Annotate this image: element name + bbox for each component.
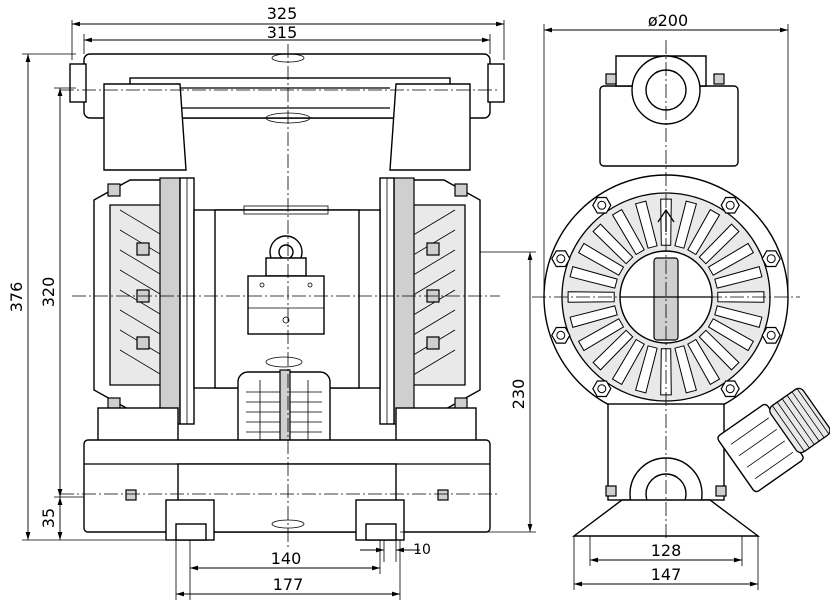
bolt-center — [725, 384, 735, 394]
dim-port-width: 315 — [267, 23, 298, 42]
side-dimensions — [543, 24, 789, 590]
diaphragm-rib — [567, 291, 615, 303]
diaphragm-rib — [634, 200, 658, 249]
diaphragm-rib — [687, 208, 721, 256]
dim-foot-width: 177 — [273, 575, 304, 594]
side-top-port — [599, 55, 739, 167]
bolt-head — [592, 196, 612, 214]
dim-overall-height: 376 — [7, 282, 26, 313]
bottom-manifold — [83, 407, 491, 541]
bolt-center — [556, 330, 566, 340]
diaphragm-rib — [698, 329, 740, 371]
bolt-center — [556, 254, 566, 264]
diaphragm-rib — [577, 242, 625, 276]
diaphragm-rib — [714, 305, 763, 329]
dim-slot-width: 10 — [413, 542, 431, 558]
center-body — [193, 205, 381, 389]
diaphragm-rib — [592, 329, 634, 371]
diaphragm-rib — [569, 305, 618, 329]
bolt-head — [761, 326, 781, 344]
bolt-center — [766, 330, 776, 340]
dim-base-height: 35 — [39, 508, 58, 528]
diaphragm-rib — [611, 338, 645, 386]
bolt-head — [720, 196, 740, 214]
dim-side-base-inner: 128 — [651, 541, 682, 560]
bolt-center — [725, 200, 735, 210]
diaphragm-rib — [698, 223, 740, 265]
diaphragm-rib — [674, 345, 698, 394]
bolt-center — [597, 384, 607, 394]
diaphragm-rib — [634, 345, 658, 394]
dim-side-base-outer: 147 — [651, 565, 682, 584]
side-bolts — [551, 196, 781, 398]
bolt-head — [761, 250, 781, 268]
dim-overall-width: 325 — [267, 4, 298, 23]
side-view: ø200 128 147 — [532, 11, 830, 590]
side-diaphragm-body — [543, 174, 789, 420]
bolt-center — [597, 200, 607, 210]
bolt-head — [720, 380, 740, 398]
bolt-head — [551, 250, 571, 268]
diaphragm-rib — [577, 318, 625, 352]
side-muffler — [717, 387, 830, 493]
front-view: 325 315 376 320 35 230 140 177 10 — [7, 4, 536, 600]
diaphragm-rib — [569, 265, 618, 289]
bolt-head — [551, 326, 571, 344]
bolt-center — [766, 254, 776, 264]
left-chamber — [93, 83, 195, 425]
diaphragm-rib — [714, 265, 763, 289]
front-dimensions — [22, 20, 536, 600]
dim-port-height: 320 — [39, 277, 58, 308]
bolt-head — [592, 380, 612, 398]
dim-foot-spacing: 140 — [271, 549, 302, 568]
right-chamber — [379, 83, 481, 425]
diaphragm-rib — [707, 318, 755, 352]
dim-side-diameter: ø200 — [648, 11, 688, 30]
diaphragm-rib — [707, 242, 755, 276]
diaphragm-rib — [611, 208, 645, 256]
diaphragm-rib — [687, 338, 721, 386]
diaphragm-rib — [674, 200, 698, 249]
dim-inlet-height: 230 — [509, 379, 528, 410]
diaphragm-rib — [592, 223, 634, 265]
